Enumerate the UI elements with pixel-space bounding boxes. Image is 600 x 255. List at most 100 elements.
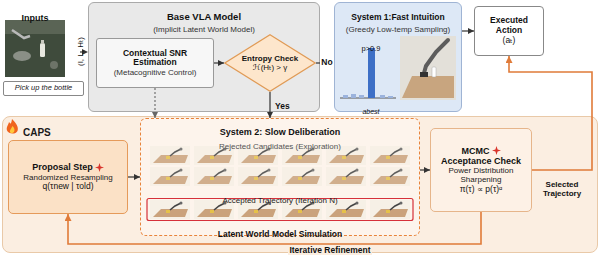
box-title: Contextual SNR Estimation (100, 49, 210, 69)
prompt-box: Pick up the bottle (3, 81, 84, 96)
photo-object (50, 61, 58, 69)
flame-inner (10, 126, 15, 133)
trajectory-frame (326, 200, 366, 219)
box-title: Executed Action (477, 16, 541, 36)
photo-ground (5, 20, 65, 77)
edge-label-slot: Iterative Refinement (270, 239, 390, 255)
process-box: Proposal StepRandomized Resamplingq(τnew… (8, 140, 128, 214)
accepted-outline (147, 199, 413, 221)
decision-condition: ℋ(Hₜ) > γ (253, 63, 288, 72)
trajectory-frame (370, 146, 410, 165)
prompt-text: Pick up the bottle (15, 84, 73, 93)
label-slot: abest (356, 100, 386, 118)
row-caption: Rejected Candidates (Exploration) (219, 142, 341, 151)
star-icon (95, 163, 104, 172)
title-row: Proposal Step (32, 162, 104, 172)
process-box: MCMCAcceptance CheckPower Distribution S… (430, 128, 532, 212)
probability-label: p>0.9 (362, 45, 381, 54)
edge-label-slot: No (312, 51, 342, 69)
box-title: Base VLA Model (167, 12, 241, 23)
text-stack: Pick up the bottle (4, 82, 83, 95)
region-title: CAPS (23, 127, 51, 139)
trajectory-frame (150, 200, 190, 219)
chart-bar (380, 95, 385, 98)
chart-bar (359, 95, 364, 98)
star-icon (492, 146, 501, 155)
text-stack: MCMCAcceptance CheckPower Distribution S… (431, 129, 531, 211)
trajectory-frame (238, 167, 278, 186)
connector (154, 88, 155, 118)
input-symbols: (I, L, Hₜ) (76, 37, 85, 66)
connector (68, 212, 481, 244)
box-title: Proposal Step (32, 162, 93, 172)
robot-photo (400, 36, 456, 100)
box-subtitle: (Implicit Latent World Model) (153, 25, 255, 34)
model-box: Base VLA Model (Implicit Latent World Mod… (88, 2, 320, 112)
box-title: Acceptance Check (441, 156, 521, 166)
connector (509, 56, 592, 170)
box-subtitle: Randomized Resampling (23, 173, 112, 182)
chart-bar (388, 96, 393, 98)
box-title: System 1:Fast Intuition (351, 13, 445, 23)
chart-bar-best (368, 48, 375, 98)
trajectory-frame (326, 167, 366, 186)
connector (214, 62, 224, 63)
text-stack: Proposal StepRandomized Resamplingq(τnew… (9, 141, 127, 213)
label-slot: p>0.9 (356, 37, 386, 55)
connector (462, 30, 474, 31)
box-title: MCMC (462, 146, 490, 156)
edge-label: Yes (274, 102, 291, 112)
box-subtitle: (Metacognitive Control) (114, 68, 197, 77)
process-box: Contextual SNR Estimation(Metacognitive … (96, 38, 214, 88)
decision-diamond: Entropy Checkℋ(Hₜ) > γ (224, 34, 316, 92)
text-stack: Executed Action(aₜ) (475, 7, 543, 55)
action-label: abest (362, 108, 379, 116)
action-symbol: (aₜ) (503, 36, 516, 46)
trajectory-frame (194, 167, 234, 186)
connector (269, 92, 270, 118)
connector (128, 176, 140, 177)
connector (420, 169, 430, 170)
formula: π(τ) ∝ p(τ)ᵅ (460, 185, 503, 195)
title-row: MCMC (462, 146, 501, 156)
photo-ground (400, 36, 456, 100)
star-shape (95, 163, 104, 172)
bottle-cap (41, 40, 44, 44)
trajectory-frame (238, 200, 278, 219)
edge-label: Iterative Refinement (288, 246, 371, 255)
box-subtitle: Power Distribution Sharpening (434, 166, 528, 184)
text-slot: Latent World Model Simulation (143, 223, 417, 241)
input-photo (5, 20, 65, 77)
trajectory-frame (238, 146, 278, 165)
trajectory-frame (150, 167, 190, 186)
photo-object (13, 51, 31, 61)
box-subtitle: (Greedy Low-temp Sampling) (346, 25, 450, 34)
output-box: Executed Action(aₜ) (474, 6, 544, 56)
gripper (420, 72, 428, 77)
probability-chart (340, 48, 396, 98)
row-caption: Accepted Trajectory (Iteration N) (222, 196, 337, 205)
flame-icon (7, 119, 18, 134)
trajectory-frame (282, 146, 322, 165)
text-slot: System 1:Fast Intuition (337, 6, 459, 24)
bottle (40, 43, 45, 57)
trajectory-frame (326, 146, 366, 165)
chart-bar (351, 94, 356, 98)
trajectory-frame (282, 200, 322, 219)
box-footer: Latent World Model Simulation (218, 230, 343, 240)
trajectory-frame (370, 167, 410, 186)
section-label: Inputs (22, 13, 49, 23)
trajectory-frame (194, 146, 234, 165)
trajectory-frame (282, 167, 322, 186)
robot-arm (12, 30, 30, 38)
text-slot: System 2: Slow Deliberation (143, 121, 417, 139)
text-stack: Entropy Checkℋ(Hₜ) > γ (224, 34, 316, 92)
trajectory-frame (194, 200, 234, 219)
chart-bar (343, 95, 348, 98)
edge-label-slot: Selected Trajectory (534, 180, 590, 200)
accepted-trajectory (147, 199, 413, 221)
edge-label-slot: Yes (274, 95, 298, 113)
label-slot: Inputs (5, 7, 65, 25)
table (402, 76, 454, 98)
